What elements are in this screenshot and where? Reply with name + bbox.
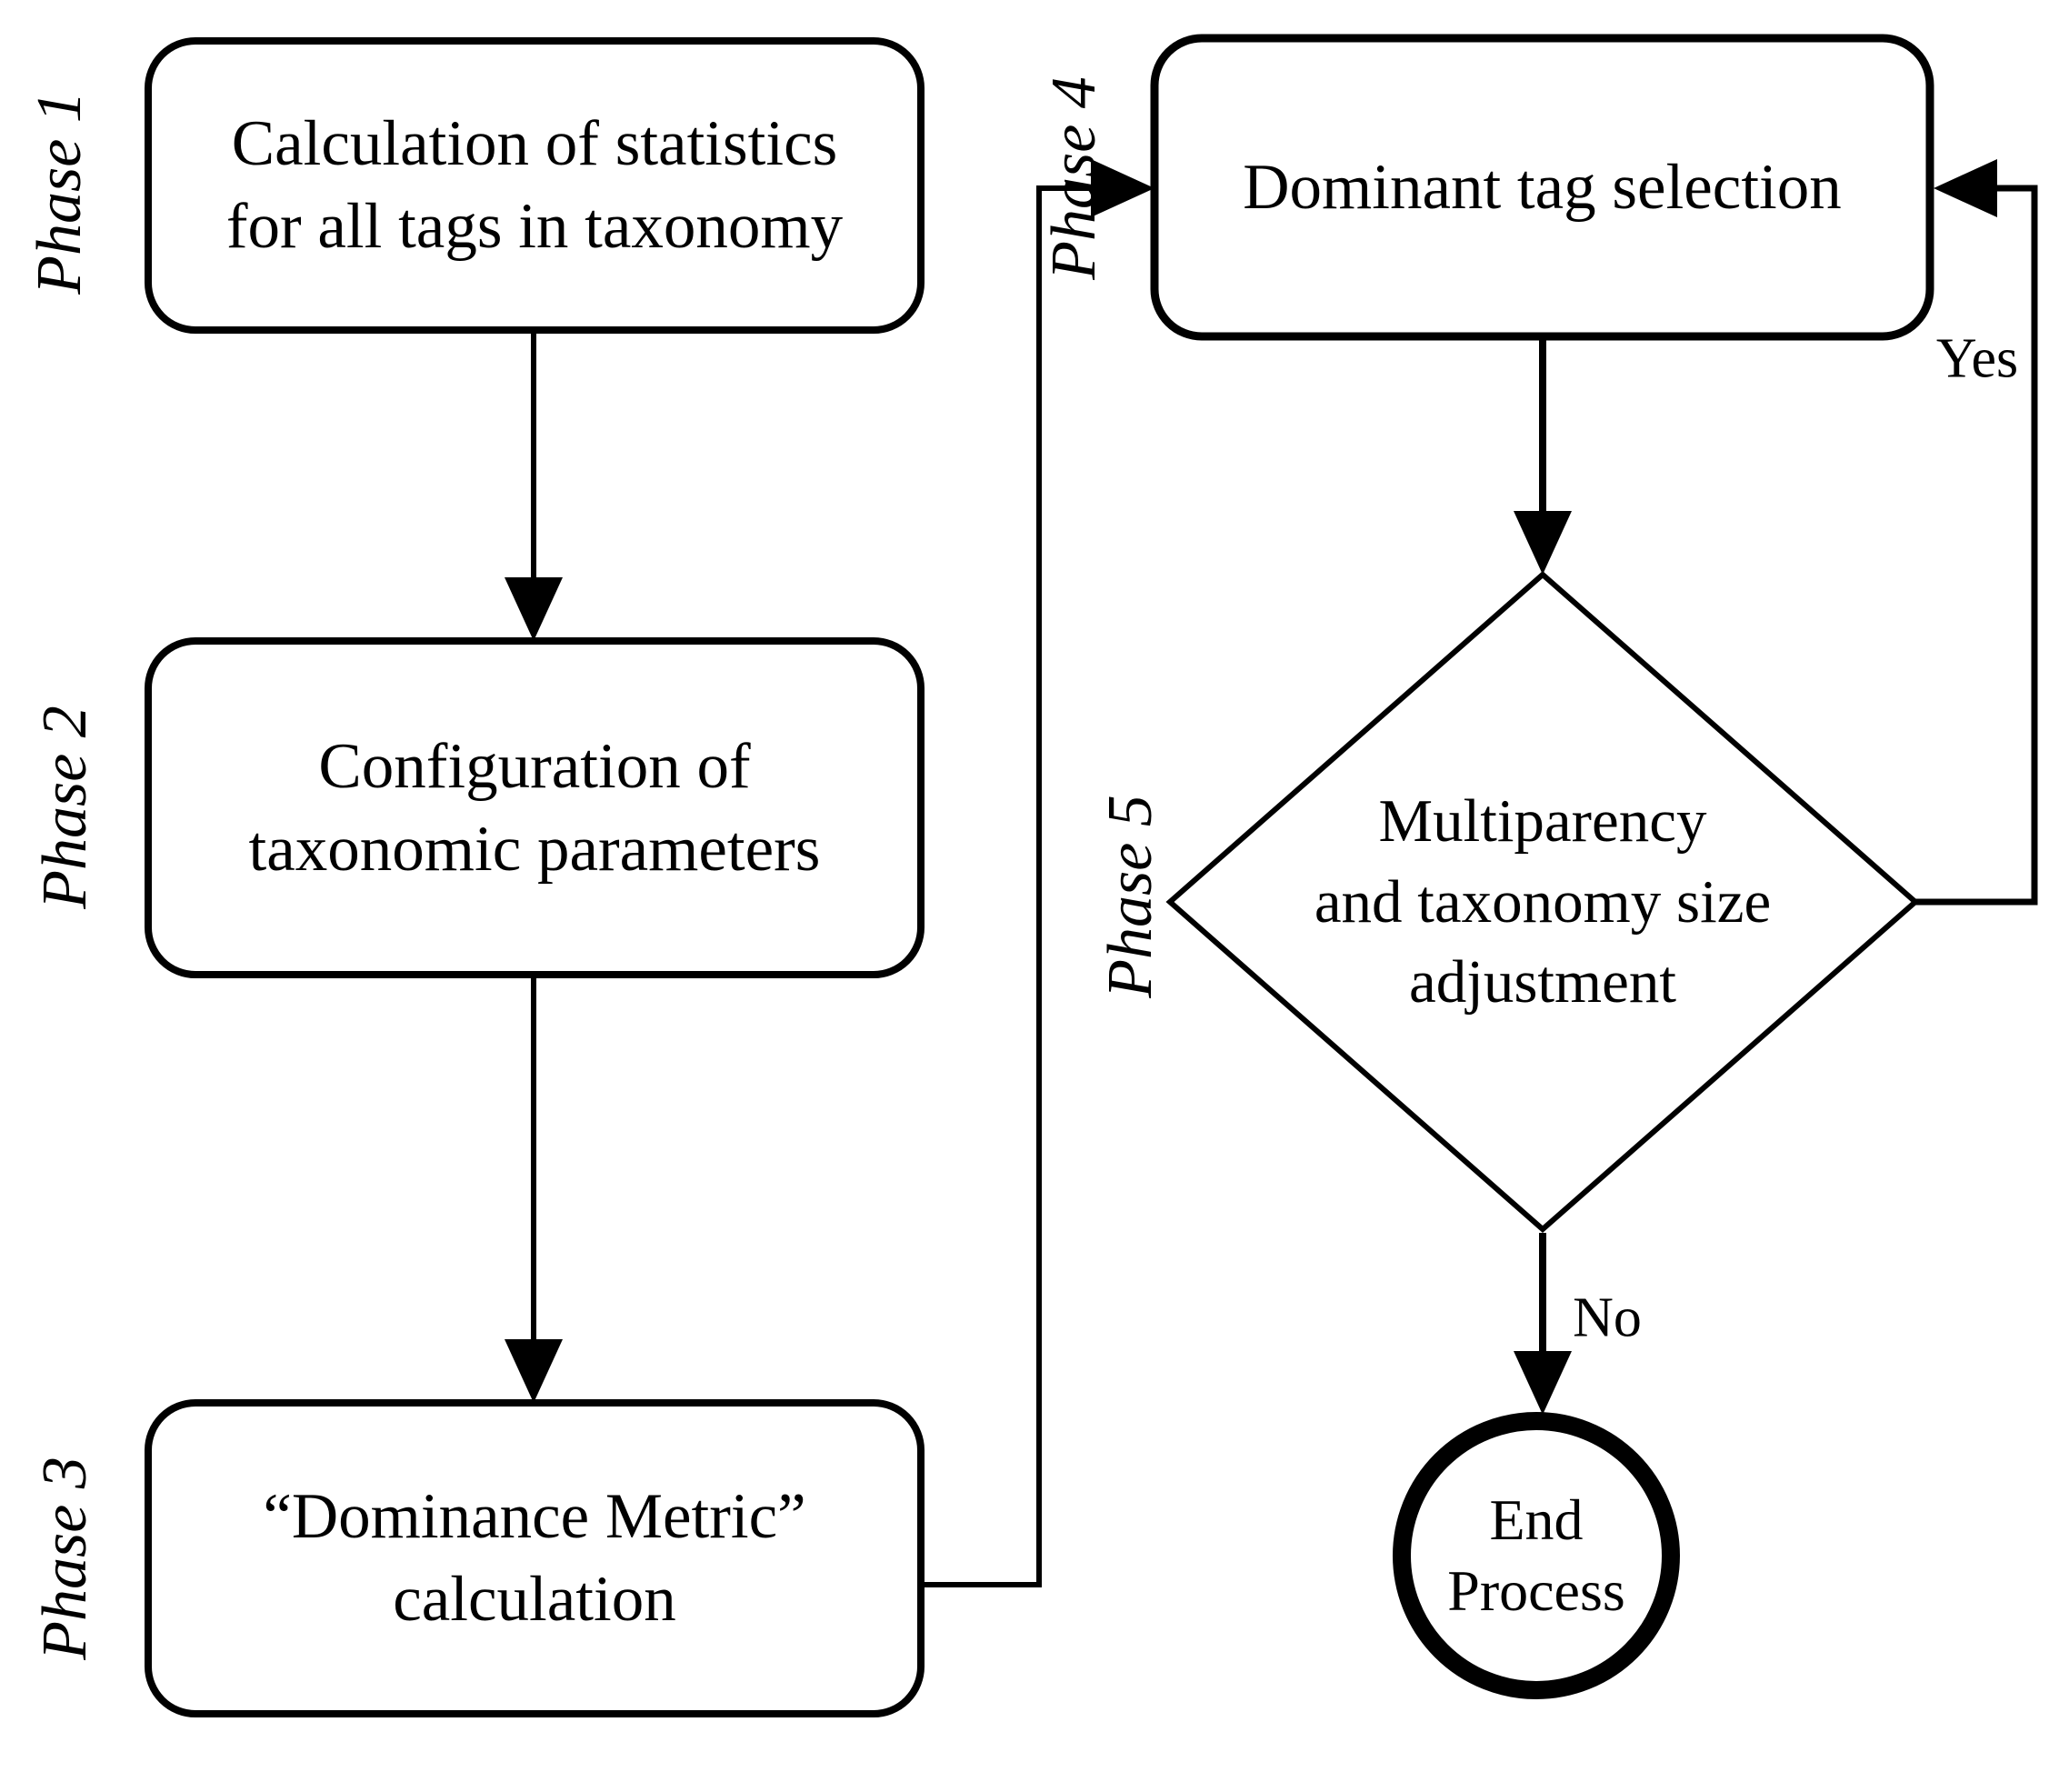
connector-yes-loop: [1915, 185, 2038, 906]
phase1-label: Phase 1: [25, 91, 95, 295]
decision-diamond: [1165, 571, 1920, 1233]
yes-edge-label: Yes: [1935, 327, 2019, 390]
phase2-process-box: [145, 637, 925, 978]
phase2-label: Phase 2: [30, 706, 100, 909]
phase1-process-box: [145, 37, 925, 334]
arrowhead-configuration-to-dominance: [505, 1339, 563, 1403]
arrowhead-dominance-to-dominant-tag: [1091, 159, 1154, 217]
phase4-process-box: [1150, 34, 1934, 341]
phase3-label: Phase 3: [30, 1457, 100, 1660]
connector-dominance-to-dominant-tag: [921, 185, 1093, 1587]
phase5-label: Phase 5: [1095, 795, 1165, 998]
arrowhead-statistics-to-configuration: [505, 577, 563, 641]
arrowhead-no-to-end: [1514, 1351, 1572, 1415]
phase4-label: Phase 4: [1039, 76, 1109, 280]
arrowhead-yes-loop: [1934, 159, 1997, 217]
phase3-process-box: [145, 1399, 925, 1717]
no-edge-label: No: [1573, 1286, 1642, 1349]
end-circle: [1393, 1412, 1680, 1699]
arrowhead-dominant-tag-to-decision: [1514, 511, 1572, 575]
